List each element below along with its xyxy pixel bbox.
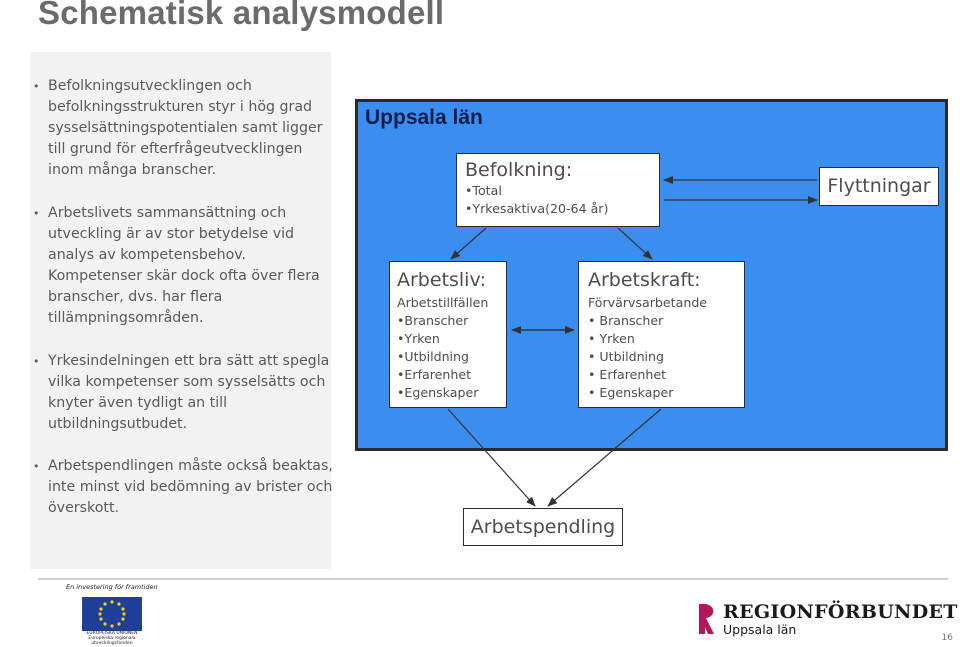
node-flyttningar: Flyttningar [819,167,939,206]
bullet-dot: • [33,80,40,93]
node-arbetsliv: Arbetsliv: Arbetstillfällen •Branscher •… [389,261,507,408]
text-panel: • Befolkningsutvecklingen och befolkning… [30,52,333,569]
node-subtitle: Förvärvsarbetande [588,295,708,310]
node-subtitle: Arbetstillfällen [397,295,489,310]
node-item-list: •Branscher •Yrken •Utbildning •Erfarenhe… [397,312,506,402]
node-item-list: •Total •Yrkesaktiva(20-64 år) [465,182,659,218]
node-befolkning: Befolkning: •Total •Yrkesaktiva(20-64 år… [456,153,660,227]
node-item: •Yrken [397,331,440,346]
bullet-dot: • [33,460,40,473]
bullet-dot: • [33,355,40,368]
node-title: Arbetsliv: [397,269,487,291]
arrow-befolkning-arbetsliv [450,227,487,260]
node-item: • Branscher [588,313,664,328]
slide-title: Schematisk analysmodell [38,0,445,31]
org-name: REGIONFÖRBUNDET [723,601,958,623]
node-item: • Erfarenhet [588,367,667,382]
arrow-arbetskraft-arbetspendling [547,408,662,507]
footer-divider [38,578,948,580]
bullet-text: Befolkningsutvecklingen och befolkningss… [48,78,323,178]
node-title: Arbetspendling [470,516,616,538]
node-item: • Utbildning [588,349,665,364]
arrow-befolkning-arbetskraft [617,227,653,260]
eu-caption: EUROPEISKA UNIONEN Europeiska regionala … [86,631,138,646]
bullet-item: • Arbetspendlingen måste också beaktas, … [33,456,333,519]
region-label: Uppsala län [365,106,483,129]
bullet-item: • Arbetslivets sammansättning och utveck… [33,203,333,329]
bullet-text: Arbetslivets sammansättning och utveckli… [48,205,320,326]
node-item: • Egenskaper [588,385,674,400]
node-item: •Egenskaper [397,385,479,400]
bullet-text: Arbetspendlingen måste också beaktas, in… [48,458,333,516]
node-item: • Yrken [588,331,635,346]
bullet-item: • Yrkesindelningen ett bra sätt att speg… [33,351,333,435]
node-arbetspendling: Arbetspendling [463,508,623,546]
node-item: •Utbildning [397,349,470,364]
bullet-dot: • [33,207,40,220]
node-item: •Branscher [397,313,469,328]
regionforbundet-logo-icon [699,604,714,634]
org-subtitle: Uppsala län [723,622,797,637]
page-number: 16 [941,633,953,643]
footer-tagline: En investering för framtiden [66,583,158,591]
bullet-text: Yrkesindelningen ett bra sätt att spegla… [48,353,330,432]
node-item: •Yrkesaktiva(20-64 år) [465,201,609,216]
bullet-item: • Befolkningsutvecklingen och befolkning… [33,76,333,181]
node-title: Befolkning: [465,159,573,181]
node-title: Flyttningar [827,175,931,197]
node-title: Arbetskraft: [588,269,701,291]
node-item: •Erfarenhet [397,367,472,382]
node-item-list: • Branscher • Yrken • Utbildning • Erfar… [588,312,744,402]
node-arbetskraft: Arbetskraft: Förvärvsarbetande • Bransch… [578,261,745,408]
eu-flag-icon [82,597,142,631]
arrow-arbetsliv-arbetspendling [447,408,536,507]
node-item: •Total [465,183,502,198]
